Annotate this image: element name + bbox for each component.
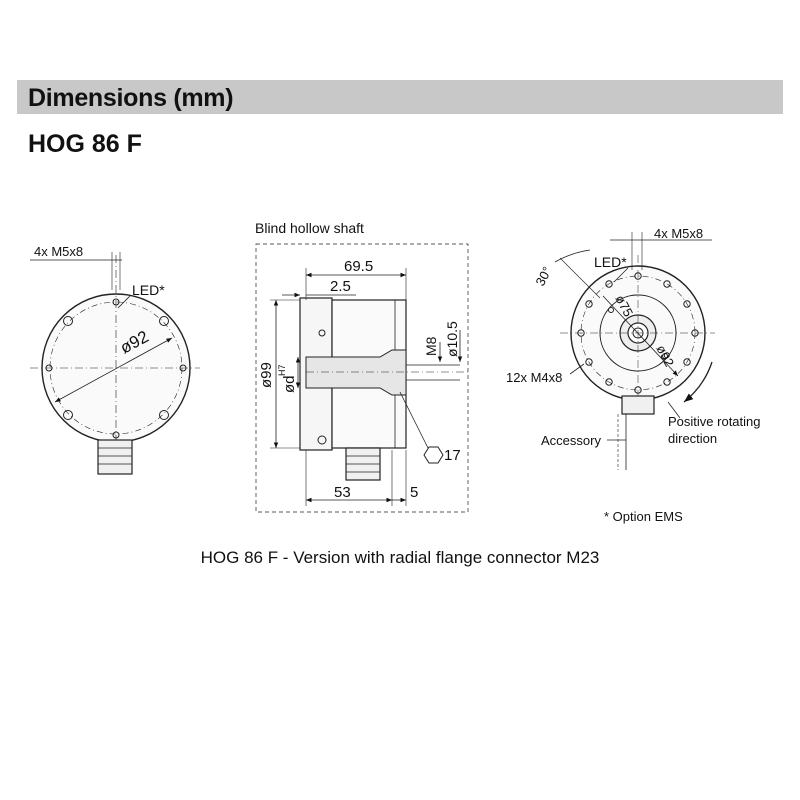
side-bore: ød — [281, 375, 298, 393]
side-thread: M8 — [423, 336, 439, 356]
front-led-label: LED* — [132, 282, 165, 298]
header-bar — [17, 80, 783, 114]
rear-thread-label: 4x M5x8 — [654, 226, 703, 241]
footnote: * Option EMS — [604, 509, 683, 524]
rear-holes — [577, 272, 699, 394]
side-length-a: 53 — [334, 484, 351, 501]
rear-rotation-label-2: direction — [668, 431, 717, 446]
rear-led-label: LED* — [594, 254, 627, 270]
figure-caption: HOG 86 F - Version with radial flange co… — [200, 548, 600, 567]
rear-rotation-label-1: Positive rotating — [668, 414, 761, 429]
front-view — [30, 252, 200, 475]
side-view — [255, 243, 469, 513]
side-shaft-section — [305, 349, 407, 396]
rotation-arrow-icon — [683, 361, 713, 403]
rear-holes-label: 12x M4x8 — [506, 370, 562, 385]
front-thread-label: 4x M5x8 — [34, 244, 83, 259]
hex-icon — [423, 446, 444, 464]
rear-view — [554, 232, 715, 470]
side-diameter-outer: ø99 — [258, 362, 275, 388]
rear-angle-label: 30° — [532, 264, 554, 288]
side-hex-size: 17 — [444, 447, 461, 464]
side-frame — [255, 243, 469, 513]
rear-accessory-label: Accessory — [541, 433, 601, 448]
front-connector — [97, 439, 133, 475]
section-title: Dimensions (mm) — [28, 84, 234, 112]
side-bore-tol: H7 — [277, 364, 287, 376]
front-bolt-holes — [45, 298, 187, 439]
side-diameter-shaft: ø10.5 — [444, 321, 460, 357]
side-view-title: Blind hollow shaft — [255, 220, 364, 236]
side-length-b: 5 — [410, 484, 418, 501]
rear-connector — [621, 395, 655, 415]
side-length-total: 69.5 — [344, 258, 373, 275]
side-offset: 2.5 — [330, 278, 351, 295]
model-title: HOG 86 F — [28, 130, 142, 158]
